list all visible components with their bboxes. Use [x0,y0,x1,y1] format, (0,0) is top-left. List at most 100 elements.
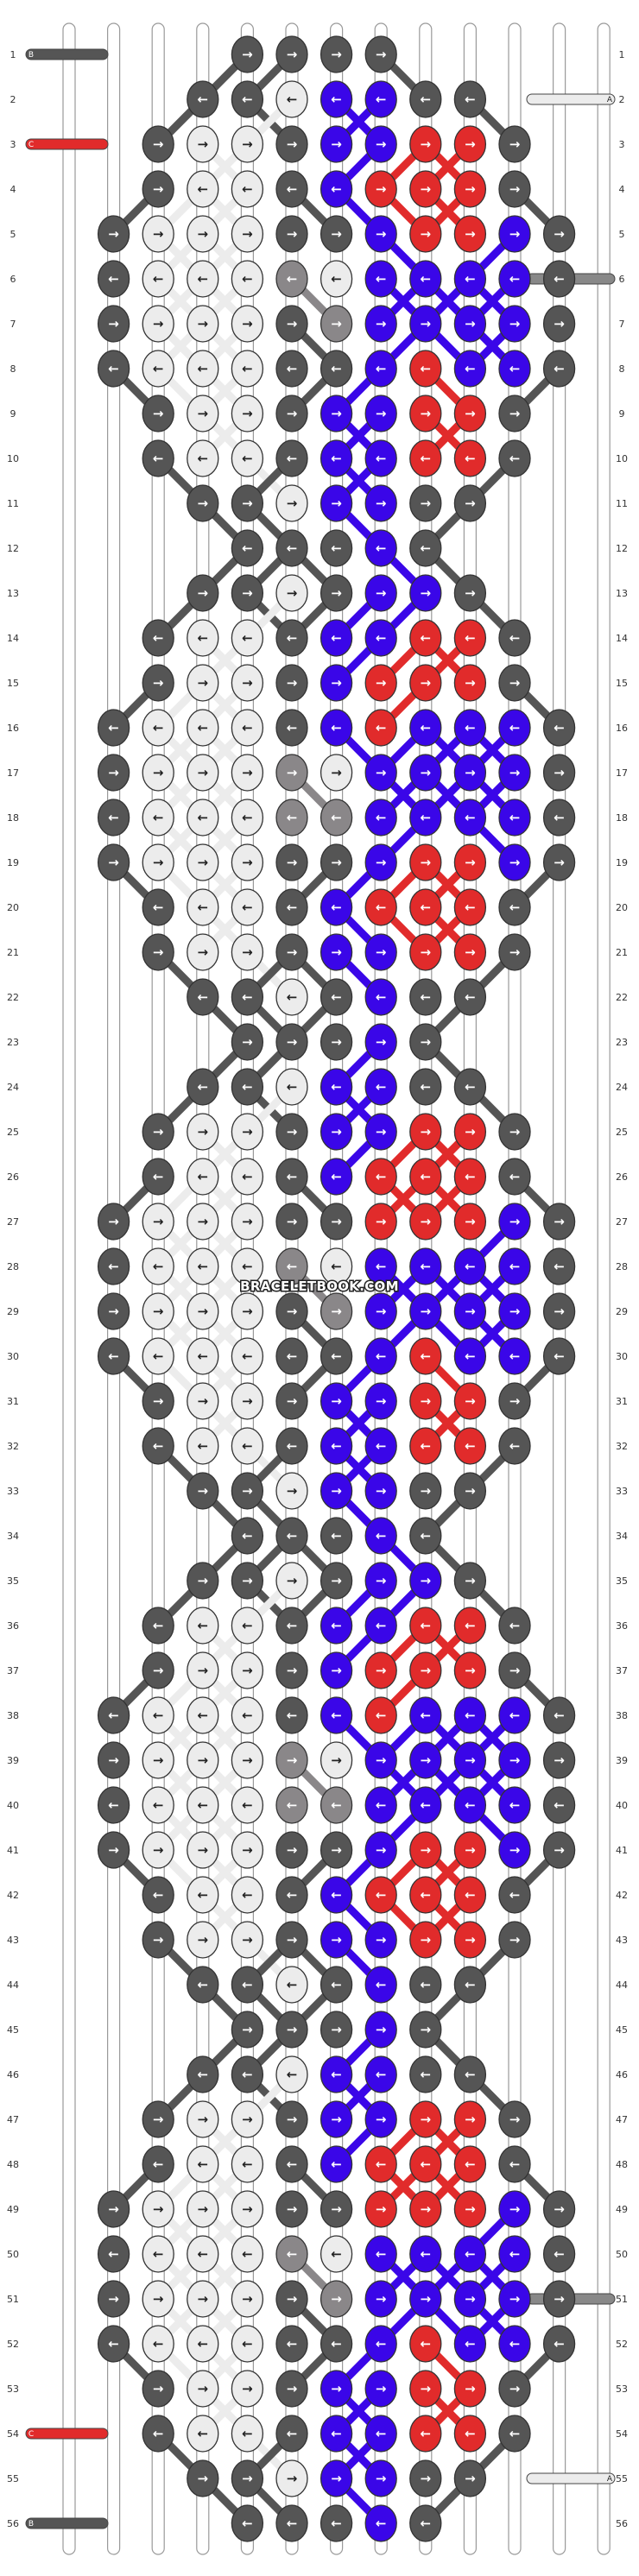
row-number-left: 3 [10,139,16,150]
knot-oval [231,1921,264,1959]
arrow-left-icon: ← [242,451,253,466]
knot: ← [320,350,353,388]
arrow-left-icon: ← [287,271,298,287]
knot-oval [275,2459,308,2497]
knot-oval [364,1786,397,1824]
knot: → [364,1741,397,1779]
arrow-left-icon: ← [331,1528,342,1544]
arrow-right-icon: → [465,181,476,197]
knot: → [142,1113,174,1151]
arrow-right-icon: → [421,496,432,511]
knot-oval [97,260,130,298]
arrow-right-icon: → [376,2201,387,2217]
arrow-right-icon: → [331,1304,342,1319]
knot-oval [320,1562,353,1600]
arrow-left-icon: ← [242,2246,253,2262]
knot-oval [409,1292,442,1330]
arrow-right-icon: → [465,585,476,601]
knot-oval [364,1292,397,1330]
knot-oval [97,2235,130,2273]
knot-oval [231,664,264,702]
arrow-right-icon: → [153,2381,164,2396]
knot: → [453,843,487,881]
knot: ← [187,1068,219,1106]
arrow-left-icon: ← [376,361,387,376]
knot-oval [320,125,353,163]
knot: ← [320,1247,353,1285]
knot-oval [542,2235,576,2273]
knot: ← [231,1607,264,1645]
knot: ← [409,1696,442,1734]
knot-oval [231,2459,264,2497]
knot: ← [320,1966,353,2004]
knot: ← [498,1337,531,1375]
knot: → [275,1651,308,1689]
knot: → [142,125,174,163]
arrow-right-icon: → [465,675,476,691]
arrow-left-icon: ← [331,1259,342,1274]
arrow-left-icon: ← [509,2336,521,2352]
knot: ← [275,2325,308,2363]
knot-oval [498,1786,531,1824]
knot: → [97,1741,130,1779]
knot-oval [97,709,130,747]
knot-oval [364,1696,397,1734]
knot-oval [409,2100,442,2138]
knot: → [409,215,442,253]
knot: → [364,1651,397,1689]
row-number-right: 4 [619,184,625,195]
background-string [597,22,611,2555]
knot: → [275,933,308,971]
arrow-right-icon: → [242,675,253,691]
arrow-right-icon: → [242,1214,253,1229]
arrow-right-icon: → [242,1573,253,1588]
knot: ← [453,439,487,477]
arrow-left-icon: ← [108,1708,119,1723]
arrow-left-icon: ← [509,900,521,915]
knot-oval [231,933,264,971]
thread-end-label: B [28,51,34,60]
knot: ← [364,1068,397,1106]
knot: ← [498,619,531,657]
knot-oval [453,2280,487,2318]
knot: ← [409,619,442,657]
arrow-left-icon: ← [153,2426,164,2441]
knot: ← [498,439,531,477]
arrow-right-icon: → [242,2201,253,2217]
arrow-left-icon: ← [509,271,521,287]
knot-oval [142,1337,174,1375]
arrow-right-icon: → [242,2112,253,2127]
knot: ← [320,439,353,477]
knot: → [187,2459,219,2497]
knot: ← [364,799,397,837]
knot: ← [453,799,487,837]
knot: ← [275,709,308,747]
row-number-right: 1 [619,49,625,60]
knot-oval [231,888,264,926]
knot-oval [187,215,219,253]
knot: ← [142,619,174,657]
arrow-right-icon: → [287,1483,298,1499]
arrow-right-icon: → [376,1932,387,1948]
knot-oval [320,1023,353,1061]
knot-oval [97,1831,130,1869]
knot: → [275,1292,308,1330]
arrow-right-icon: → [198,226,209,242]
row-number-right: 15 [616,678,628,689]
arrow-right-icon: → [376,1124,387,1140]
arrow-left-icon: ← [242,1797,253,1813]
knot: → [142,215,174,253]
knot: → [453,933,487,971]
knot-oval [142,260,174,298]
knot-oval [187,1696,219,1734]
arrow-right-icon: → [331,1573,342,1588]
knot: ← [542,260,576,298]
arrow-left-icon: ← [287,361,298,376]
arrow-right-icon: → [287,1214,298,1229]
knot-oval [275,1068,308,1106]
arrow-right-icon: → [153,675,164,691]
knot-oval [364,1876,397,1914]
knot: → [275,1741,308,1779]
arrow-right-icon: → [421,1124,432,1140]
knot: ← [542,1337,576,1375]
